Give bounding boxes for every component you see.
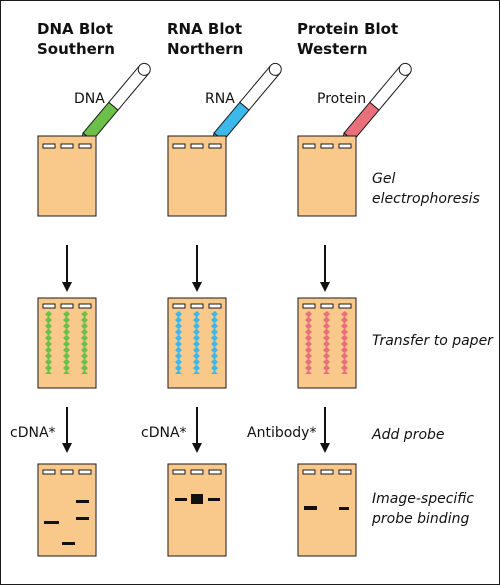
probe-band [304,506,317,510]
protein-probe-label: Antibody* [247,425,317,441]
rna-smear-lane [175,311,182,374]
gel-electrophoresis-line1: Gel [372,171,396,187]
probe-band [62,542,75,545]
protein-column [297,62,412,557]
gel-electrophoresis-line2: electrophoresis [372,191,480,207]
well [338,469,352,475]
well [190,469,204,475]
probe-band [339,507,349,510]
probe-band [175,498,187,501]
dna-smear-lane [45,311,52,374]
rna-sample-label: RNA [205,91,235,107]
probe-binding-line2: probe binding [372,511,470,527]
well [320,469,334,475]
well [320,143,334,149]
rna-blot-title-line2: Northern [167,40,244,58]
well [78,469,92,475]
protein-smear-lane [323,311,330,374]
well [302,303,316,309]
well [208,303,222,309]
transfer-to-paper-label: Transfer to paper [372,333,493,349]
well [60,143,74,149]
probe-band [208,498,220,501]
rna-transfer-gel [167,297,227,389]
rna-smear-lane [193,311,200,374]
dna-gel [37,135,97,217]
well [60,303,74,309]
well [208,469,222,475]
dna-sample-label: DNA [74,91,105,107]
dna-smear-lane [81,311,88,374]
dna-smear-lane [63,311,70,374]
rna-gel [167,135,227,217]
well [172,303,186,309]
protein-transfer-gel [297,297,357,389]
probe-band [191,494,203,504]
probe-band [76,517,89,520]
well [42,303,56,309]
protein-blot-title-line1: Protein Blot [297,20,399,38]
dna-blot-title-line2: Southern [37,40,115,58]
protein-result-gel [297,463,357,557]
well [302,469,316,475]
protein-smear-lane [341,311,348,374]
well [78,303,92,309]
dna-blot-title-line1: DNA Blot [37,20,113,38]
well [320,303,334,309]
dna-blot-title: DNA Blot Southern [37,19,115,59]
probe-binding-line1: Image-specific [372,491,475,507]
dna-column [37,62,151,557]
dna-transfer-gel [37,297,97,389]
well [302,143,316,149]
protein-blot-title: Protein Blot Western [297,19,398,59]
well [78,143,92,149]
protein-smear-lane [305,311,312,374]
protein-gel [297,135,357,217]
protein-sample-label: Protein [317,91,367,107]
well [338,303,352,309]
dna-probe-label: cDNA* [10,425,56,441]
well [42,469,56,475]
protein-blot-title-line2: Western [297,40,368,58]
rna-blot-title: RNA Blot Northern [167,19,243,59]
probe-band [44,521,59,524]
rna-result-gel [167,463,227,557]
gel-electrophoresis-label: Gel electrophoresis [372,169,480,209]
add-probe-label: Add probe [372,427,445,443]
probe-binding-label: Image-specific probe binding [372,489,474,529]
well [172,469,186,475]
well [338,143,352,149]
well [42,143,56,149]
rna-pipette-icon [210,62,282,147]
rna-blot-title-line1: RNA Blot [167,20,242,38]
rna-probe-label: cDNA* [141,425,187,441]
rna-column [167,62,282,557]
probe-band [76,500,89,503]
well [60,469,74,475]
dna-result-gel [37,463,97,557]
well [190,143,204,149]
rna-smear-lane [211,311,218,374]
well [172,143,186,149]
well [208,143,222,149]
well [190,303,204,309]
